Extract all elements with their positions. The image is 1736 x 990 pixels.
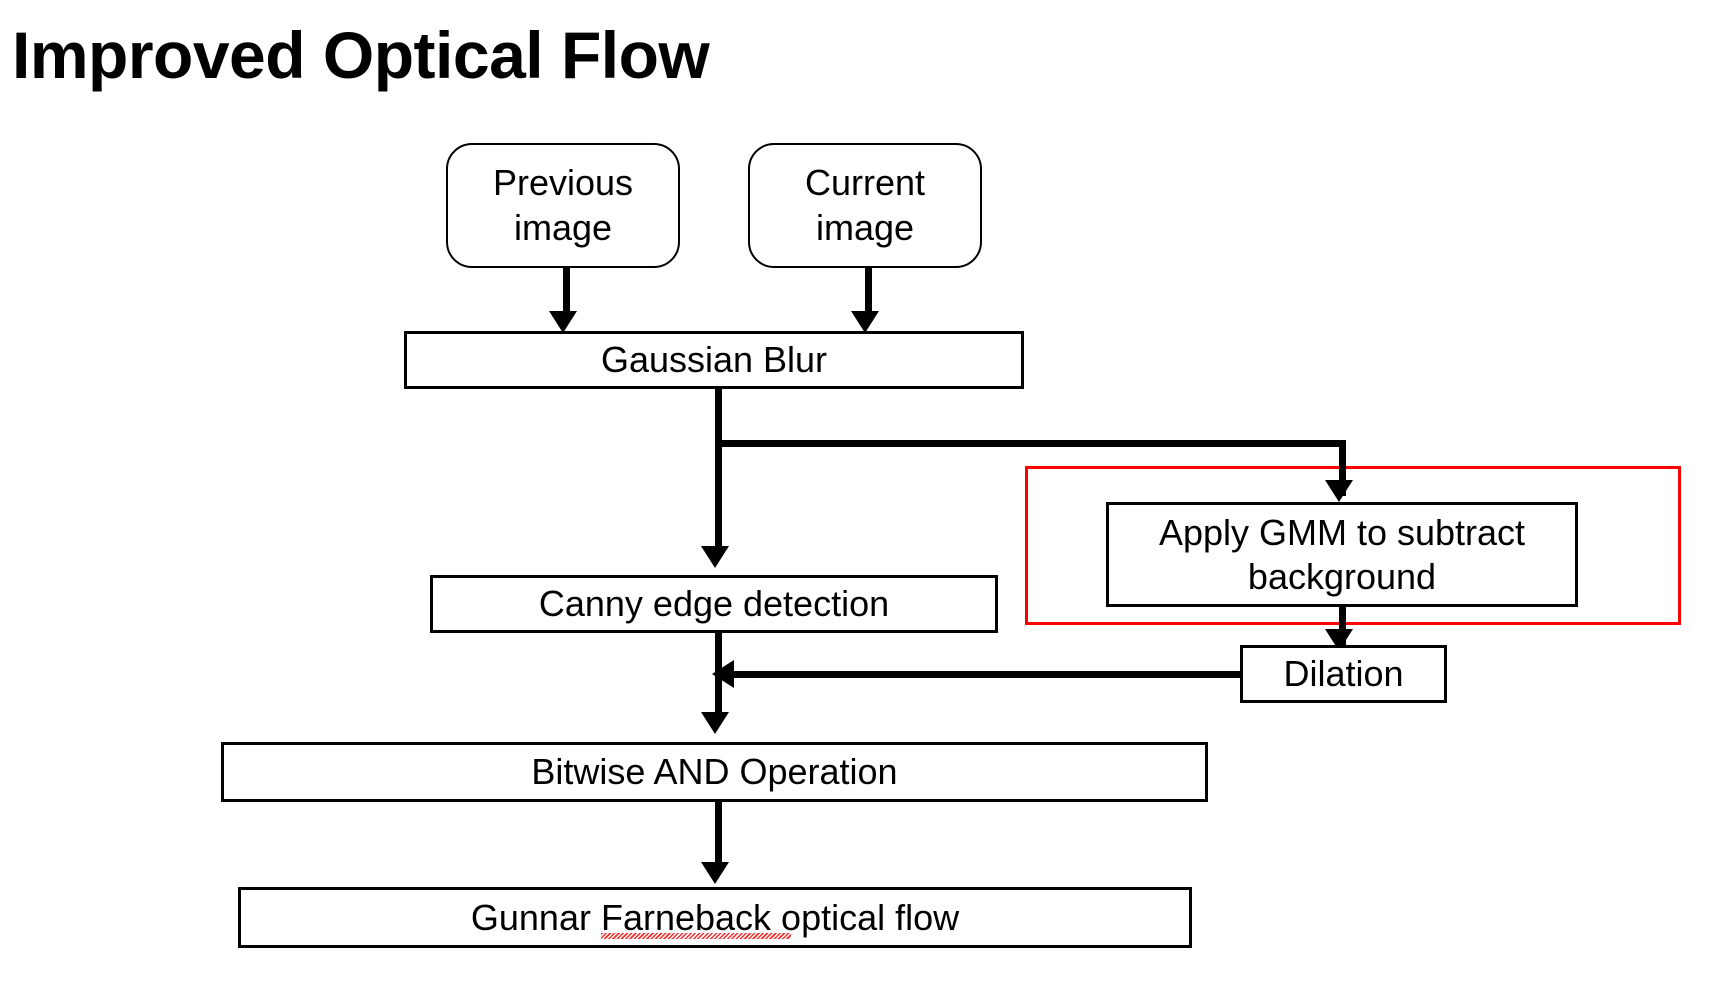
edge-blur-to-gmm-stem (1339, 440, 1346, 496)
node-previous-image[interactable]: Previous image (446, 143, 680, 268)
node-gunnar-farneback-label: Gunnar Farneback optical flow (470, 896, 960, 938)
edge-current-to-blur-arrowhead (851, 311, 879, 333)
edge-previous-to-blur-stem (563, 268, 570, 315)
node-bitwise-and-label: Bitwise AND Operation (531, 751, 898, 793)
node-previous-image-line1: Previous (492, 162, 634, 204)
spellcheck-squiggle-farneback (601, 933, 791, 939)
edge-blur-to-gmm-horizontal (715, 440, 1346, 447)
edge-blur-to-canny-arrowhead (701, 546, 729, 568)
edge-bitwise-to-farneback-arrowhead (701, 862, 729, 884)
node-current-image-line2: image (815, 206, 915, 248)
edge-current-to-blur-stem (865, 268, 872, 315)
node-dilation-label: Dilation (1283, 653, 1404, 695)
node-apply-gmm-line1: Apply GMM to subtract (1158, 511, 1526, 553)
node-bitwise-and[interactable]: Bitwise AND Operation (221, 742, 1208, 802)
node-gunnar-farneback[interactable]: Gunnar Farneback optical flow (238, 887, 1192, 948)
node-apply-gmm[interactable]: Apply GMM to subtract background (1106, 502, 1578, 607)
node-previous-image-line2: image (513, 206, 613, 248)
node-current-image[interactable]: Current image (748, 143, 982, 268)
node-current-image-line1: Current (804, 162, 926, 204)
edge-blur-to-gmm-arrowhead (1325, 480, 1353, 502)
edge-previous-to-blur-arrowhead (549, 311, 577, 333)
node-gaussian-blur[interactable]: Gaussian Blur (404, 331, 1024, 389)
node-gaussian-blur-label: Gaussian Blur (600, 339, 828, 381)
gmm-highlight-region (1025, 466, 1681, 625)
edge-dilation-to-trunk-horizontal (718, 671, 1242, 678)
node-apply-gmm-line2: background (1247, 555, 1437, 597)
edge-bitwise-to-farneback-stem (715, 802, 722, 868)
node-canny-edge-detection-label: Canny edge detection (538, 583, 890, 625)
node-canny-edge-detection[interactable]: Canny edge detection (430, 575, 998, 633)
edge-dilation-to-trunk-arrowhead (712, 660, 734, 688)
edge-canny-to-bitwise-arrowhead (701, 712, 729, 734)
node-dilation[interactable]: Dilation (1240, 645, 1447, 703)
page-title: Improved Optical Flow (12, 18, 710, 92)
edge-blur-to-canny-stem (715, 389, 722, 547)
edge-gmm-to-dilation-stem (1339, 607, 1346, 649)
